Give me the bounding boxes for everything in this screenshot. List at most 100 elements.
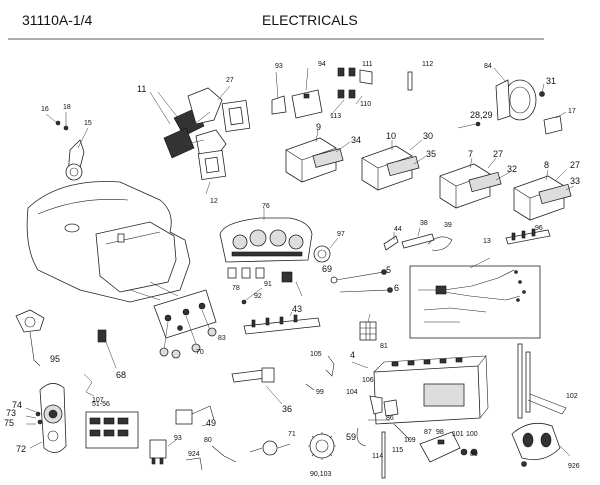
rod-114 <box>381 431 386 479</box>
leader-lines <box>149 85 231 195</box>
callout-96: 96 <box>535 225 543 232</box>
callout-38: 38 <box>420 220 428 227</box>
callout-101: 101 <box>452 431 464 438</box>
page-title: ELECTRICALS <box>262 12 358 28</box>
callout-59: 59 <box>346 432 356 442</box>
callout-74: 74 <box>12 400 22 410</box>
small-relays-group <box>271 67 413 119</box>
part-105 <box>325 355 335 377</box>
callout-27-b: 27 <box>493 149 503 159</box>
callout-49: 49 <box>206 418 216 428</box>
callout-11: 11 <box>137 84 146 94</box>
cable-109 <box>393 423 411 441</box>
callout-70: 70 <box>196 349 204 356</box>
callout-33: 33 <box>570 176 580 186</box>
callout-71: 71 <box>288 431 296 438</box>
callout-106: 106 <box>362 377 374 384</box>
callout-99: 99 <box>316 389 324 396</box>
callout-7: 7 <box>468 149 473 159</box>
callout-69: 69 <box>322 264 332 274</box>
callout-28-29: 28,29 <box>470 110 493 120</box>
callout-102: 102 <box>566 393 578 400</box>
callout-31: 31 <box>546 76 556 86</box>
callout-36: 36 <box>282 404 292 414</box>
callout-95: 95 <box>50 354 60 364</box>
gear-90-103 <box>308 432 336 460</box>
callout-926: 926 <box>568 463 580 470</box>
decal-set <box>85 411 139 449</box>
callout-80: 80 <box>204 437 212 444</box>
callout-68: 68 <box>116 370 126 380</box>
callout-92: 92 <box>254 293 262 300</box>
callout-13: 13 <box>483 238 491 245</box>
callout-32: 32 <box>507 164 517 174</box>
leader-lines <box>129 281 179 301</box>
callout-87: 87 <box>424 429 432 436</box>
horn-assembly <box>457 67 567 135</box>
leader-lines <box>335 139 575 191</box>
callout-9: 9 <box>316 122 321 132</box>
callout-97: 97 <box>337 231 345 238</box>
callout-73: 73 <box>6 408 16 418</box>
callout-15: 15 <box>84 120 92 127</box>
callout-12: 12 <box>210 198 218 205</box>
panel-switches <box>227 267 303 305</box>
callout-93-b: 93 <box>174 435 182 442</box>
callout-100: 100 <box>466 431 478 438</box>
callout-98: 98 <box>436 429 444 436</box>
callout-105: 105 <box>310 351 322 358</box>
battery-bracket <box>517 343 567 419</box>
callout-112: 112 <box>422 61 433 68</box>
cable-59 <box>356 427 367 447</box>
ignition-key <box>231 367 283 405</box>
callout-27: 27 <box>226 77 234 84</box>
callout-83: 83 <box>218 335 226 342</box>
callout-51-56: 51-56 <box>92 401 110 408</box>
control-box-7 <box>439 157 502 209</box>
relay-bottom <box>149 439 177 465</box>
battery <box>351 355 489 425</box>
callout-91: 91 <box>264 281 272 288</box>
hood-assembly <box>26 181 191 303</box>
part-99 <box>305 383 315 391</box>
callout-35: 35 <box>426 149 436 159</box>
callout-labels: 11 27 93 94 111 112 84 31 16 18 15 113 1… <box>4 61 580 478</box>
part-107 <box>83 373 95 397</box>
cable-5-6 <box>330 269 393 293</box>
part-80 <box>211 445 237 463</box>
part-924 <box>185 457 203 471</box>
callout-4: 4 <box>350 350 355 360</box>
callout-18: 18 <box>63 104 71 111</box>
switch-panel-plate <box>153 289 217 359</box>
callout-76: 76 <box>262 203 270 210</box>
callout-30: 30 <box>423 131 433 141</box>
leader-lines <box>105 341 117 369</box>
callout-5: 5 <box>386 265 391 275</box>
control-box-8 <box>513 169 572 221</box>
callout-924: 924 <box>188 451 200 458</box>
callout-115: 115 <box>392 447 403 454</box>
callout-109: 109 <box>404 437 416 444</box>
callout-10: 10 <box>386 131 396 141</box>
callout-17: 17 <box>568 108 576 115</box>
callout-72: 72 <box>16 444 26 454</box>
callout-6: 6 <box>394 283 399 293</box>
switch-95 <box>15 309 45 367</box>
callout-43: 43 <box>292 304 302 314</box>
callout-78: 78 <box>232 285 240 292</box>
part-68 <box>97 329 107 343</box>
wiring-harness <box>409 257 541 339</box>
ignition-switch <box>25 383 67 453</box>
callout-75: 75 <box>4 418 14 428</box>
callout-34: 34 <box>351 135 361 145</box>
callout-110: 110 <box>360 101 371 108</box>
callout-89: 89 <box>470 451 478 458</box>
callout-111: 111 <box>362 61 373 68</box>
callout-8: 8 <box>544 160 549 170</box>
callout-44: 44 <box>394 226 402 233</box>
callout-94: 94 <box>318 61 326 68</box>
callout-90-103: 90,103 <box>310 471 332 478</box>
control-box-9 <box>285 129 344 183</box>
callout-81: 81 <box>380 343 388 350</box>
part-15-16-18 <box>45 112 89 181</box>
